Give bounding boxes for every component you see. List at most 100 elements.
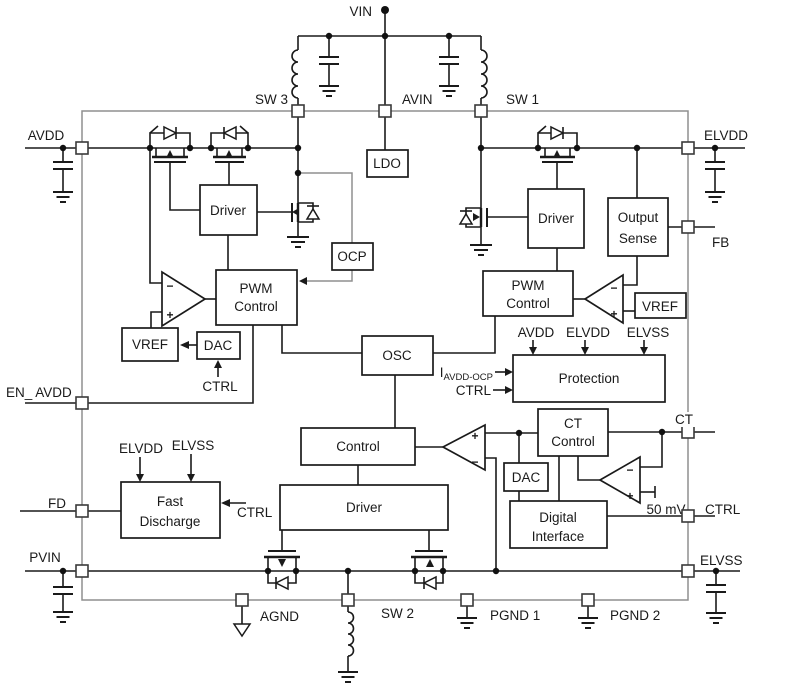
plus-sign: + <box>471 429 478 443</box>
pin-label-sw2: SW 2 <box>381 606 414 621</box>
plus-sign: + <box>626 489 633 503</box>
pin-en-avdd <box>75 396 89 410</box>
avdd-label: AVDD <box>518 325 555 340</box>
mosfet-sw3-lowside <box>291 202 321 237</box>
elvdd-label: ELVDD <box>119 441 163 456</box>
ground-sw2 <box>338 671 358 683</box>
comparator-avdd: − + <box>161 270 207 328</box>
block-label: Control <box>506 296 550 311</box>
pin-ctrl <box>681 509 695 523</box>
comparator-ct: − + <box>598 455 641 505</box>
pin-elvdd <box>681 141 695 155</box>
block-driver-right: Driver <box>527 188 585 249</box>
block-output-sense: Output Sense <box>607 197 669 257</box>
minus-sign: − <box>166 279 173 293</box>
capacitor-vin-left <box>319 36 339 97</box>
iavdd-ocp-label: IAVDD-OCP <box>440 365 493 383</box>
i-symbol: I <box>440 365 444 380</box>
ground-nmos-right <box>470 244 492 256</box>
block-label: VREF <box>132 337 168 352</box>
pin-fd <box>75 504 89 518</box>
inductor-sw2 <box>347 611 355 657</box>
block-label: Protection <box>559 371 620 386</box>
dac-to-vref-arrow <box>180 341 197 349</box>
pin-label-sw1: SW 1 <box>506 92 539 107</box>
pin-label-pgnd2: PGND 2 <box>610 608 660 623</box>
pin-label-pgnd1: PGND 1 <box>490 608 540 623</box>
label-backing <box>670 412 699 427</box>
fast-discharge-inputs: ELVDD ELVSS CTRL <box>119 438 273 520</box>
pin-avin <box>378 104 392 118</box>
block-ocp: OCP <box>331 242 374 271</box>
pin-avdd <box>75 141 89 155</box>
block-label: Driver <box>346 500 383 515</box>
pin-label-avin: AVIN <box>402 92 433 107</box>
block-label: Driver <box>538 211 575 226</box>
ground-pgnd1 <box>457 617 477 629</box>
block-pwm-control-left: PWM Control <box>215 269 298 326</box>
ctrl-label: CTRL <box>456 383 492 398</box>
block-vref-right: VREF <box>634 292 687 319</box>
pin-squares <box>75 104 695 607</box>
ctrl-to-dac: CTRL <box>202 360 238 394</box>
block-osc: OSC <box>361 335 434 376</box>
mosfet-avdd-1 <box>149 125 191 163</box>
protection-inputs-left: IAVDD-OCP CTRL <box>440 365 513 398</box>
block-label: Sense <box>619 231 657 246</box>
block-label: Digital <box>539 510 577 525</box>
pin-labels: VIN SW 3 AVIN SW 1 AVDD ELVDD FB EN_ AVD… <box>6 4 748 624</box>
pin-pgnd2 <box>581 593 595 607</box>
mosfet-rail-right <box>411 550 447 591</box>
capacitor-pvin <box>53 571 73 623</box>
ref-50mv-label: 50 mV <box>646 502 685 517</box>
mosfet-avdd-2 <box>210 125 249 163</box>
pin-label-agnd: AGND <box>260 609 299 624</box>
capacitor-avdd <box>53 148 73 203</box>
block-label: DAC <box>204 338 233 353</box>
pin-pgnd1 <box>460 593 474 607</box>
plus-sign: + <box>166 308 173 322</box>
pin-label-elvdd: ELVDD <box>704 128 748 143</box>
minus-sign: − <box>471 455 478 469</box>
pin-ct <box>681 425 695 439</box>
ocp-sense-wires <box>298 172 353 285</box>
pin-pvin <box>75 564 89 578</box>
pin-label-ct: CT <box>675 412 693 427</box>
pin-label-elvss: ELVSS <box>700 553 743 568</box>
block-control: Control <box>300 427 416 466</box>
block-label: VREF <box>642 299 678 314</box>
block-label: CT <box>564 416 582 431</box>
block-dac-left: DAC <box>196 331 241 360</box>
inductor-sw3 <box>291 49 299 99</box>
block-label: Fast <box>157 494 184 509</box>
mosfet-rail-left <box>264 550 300 591</box>
pin-label-fb: FB <box>712 235 729 250</box>
block-vref-left: VREF <box>121 327 179 362</box>
block-digital-interface: Digital Interface <box>509 500 608 549</box>
block-driver-left: Driver <box>199 184 258 236</box>
inductor-sw1 <box>480 49 488 99</box>
capacitor-elvss <box>706 571 726 624</box>
comparator-elvdd: − + <box>583 273 624 325</box>
pin-label-fd: FD <box>48 496 66 511</box>
block-label: OSC <box>382 348 412 363</box>
minus-sign: − <box>610 281 617 295</box>
capacitor-elvdd <box>705 148 725 203</box>
block-label: Interface <box>532 529 585 544</box>
block-label: LDO <box>373 156 401 171</box>
pin-fb <box>681 220 695 234</box>
block-ct-control: CT Control <box>537 408 609 457</box>
block-label: Control <box>234 299 278 314</box>
elvdd-label: ELVDD <box>566 325 610 340</box>
pin-label-ctrl: CTRL <box>705 502 741 517</box>
capacitor-vin-right <box>439 36 459 97</box>
plus-sign: + <box>610 307 617 321</box>
pin-agnd <box>235 593 249 607</box>
pin-elvss <box>681 564 695 578</box>
minus-sign: − <box>626 463 633 477</box>
block-label: OCP <box>337 249 366 264</box>
i-subscript: AVDD-OCP <box>444 372 493 383</box>
ctrl-label: CTRL <box>202 379 238 394</box>
elvss-label: ELVSS <box>172 438 215 453</box>
